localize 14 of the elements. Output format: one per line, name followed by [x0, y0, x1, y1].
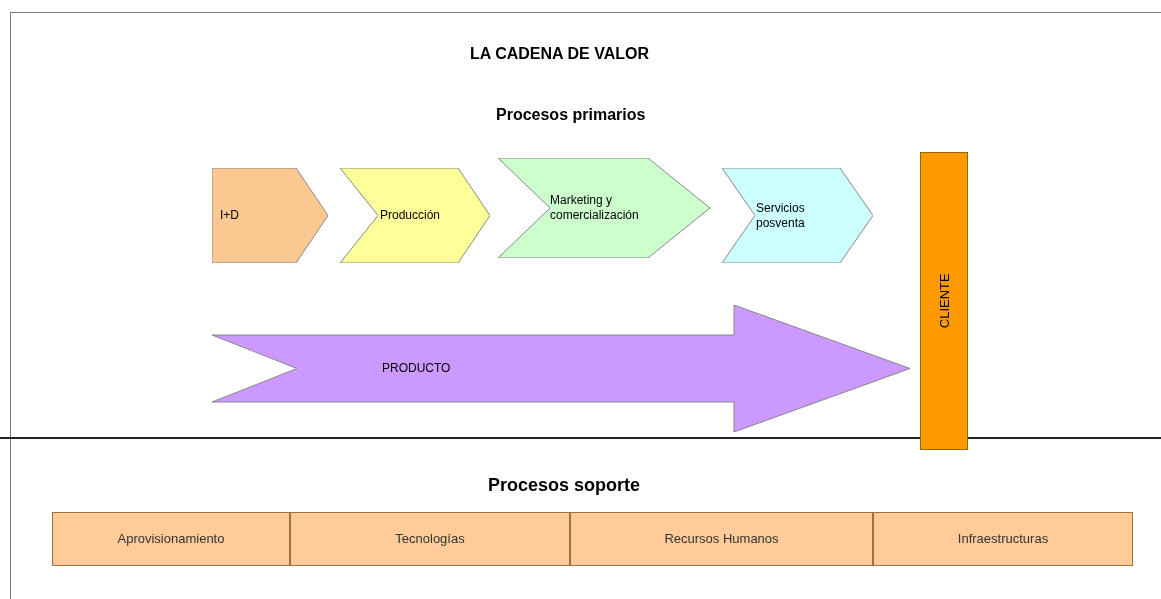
section-heading: Procesos soporte	[488, 474, 641, 497]
shape-label: Servicios posventa	[756, 200, 806, 231]
shape-label: I+D	[220, 208, 239, 223]
bar-label: CLIENTE	[935, 273, 953, 329]
diagram-title: LA CADENA DE VALOR	[470, 44, 649, 64]
shape-label: PRODUCTO	[382, 361, 451, 376]
support-box: Tecnologías	[290, 512, 570, 566]
support-box: Infraestructuras	[873, 512, 1133, 566]
support-box: Recursos Humanos	[570, 512, 873, 566]
shape-label: Producción	[380, 208, 441, 223]
shape-label: Marketing y comercialización	[550, 193, 640, 223]
support-box: Aprovisionamiento	[52, 512, 290, 566]
vertical-bar	[920, 152, 968, 450]
section-heading: Procesos primarios	[496, 105, 646, 125]
